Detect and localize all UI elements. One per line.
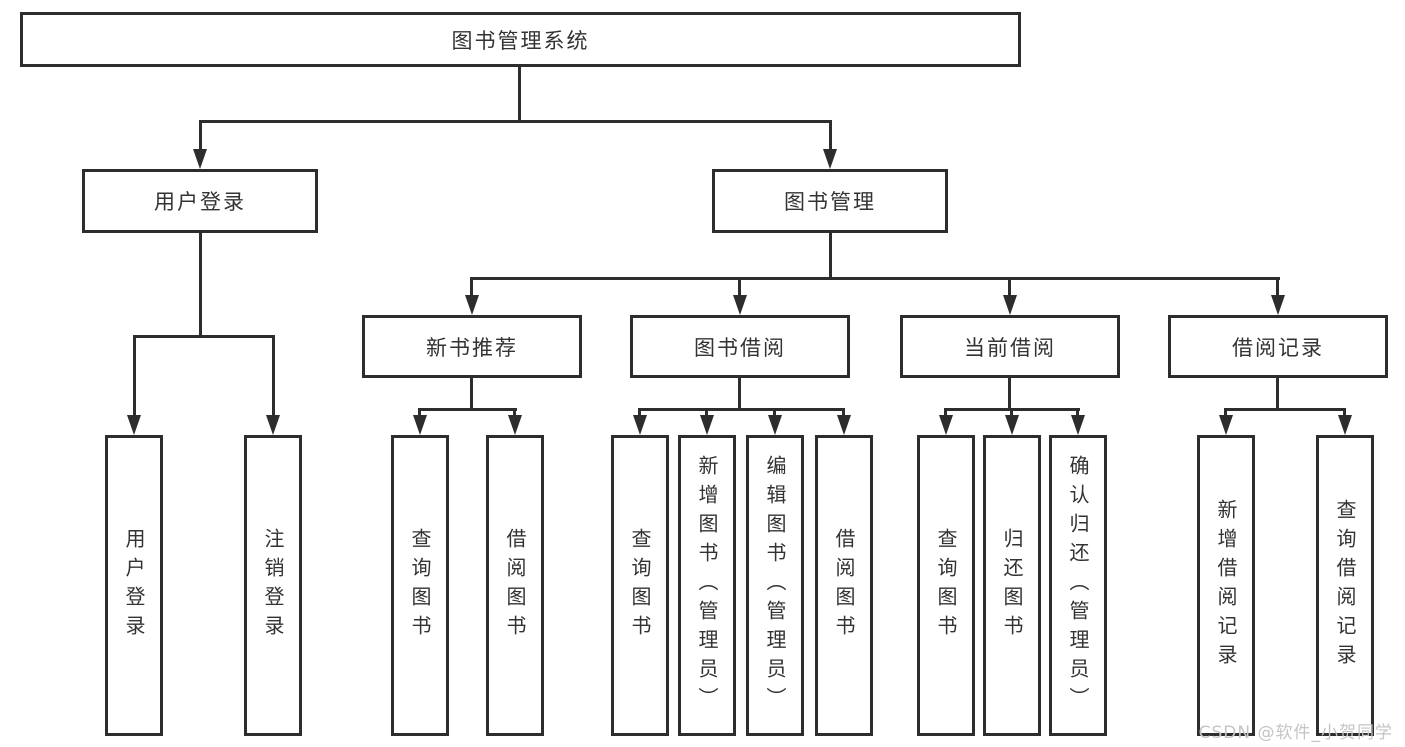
arrowhead-user-login [193, 149, 207, 169]
leaf-query-books-2: 查询图书 [611, 435, 669, 736]
connector-drop-current-borrow [1008, 277, 1011, 297]
arrowhead-query-books-3 [939, 415, 953, 435]
node-book-borrow-label: 图书借阅 [694, 335, 786, 360]
arrowhead-add-book [700, 415, 714, 435]
connector-drop-book-borrow [738, 277, 741, 297]
connector-drop-query-record [1343, 408, 1346, 417]
leaf-query-books-3: 查询图书 [917, 435, 975, 736]
connector-drop-add-book [705, 408, 708, 417]
connector-drop-borrow-books-2 [842, 408, 845, 417]
arrowhead-query-books-1 [413, 415, 427, 435]
connector-root-trunk [518, 67, 521, 120]
arrowhead-leaf-logout [266, 415, 280, 435]
connector-drop-add-record [1224, 408, 1227, 417]
arrowhead-new-book [465, 295, 479, 315]
connector-drop-new-book [470, 277, 473, 297]
leaf-query-borrow-record: 查询借阅记录 [1316, 435, 1374, 736]
node-new-book-recommend-label: 新书推荐 [426, 335, 518, 360]
connector-drop-return-book [1010, 408, 1013, 417]
leaf-add-book-admin: 新增图书（管理员） [678, 435, 736, 736]
connector-book-borrow-trunk [738, 378, 741, 408]
connector-borrow-records-bus [1224, 408, 1346, 411]
leaf-query-books-1: 查询图书 [391, 435, 449, 736]
arrowhead-current-borrow [1003, 295, 1017, 315]
node-current-borrow: 当前借阅 [900, 315, 1120, 378]
node-current-borrow-label: 当前借阅 [964, 335, 1056, 360]
arrowhead-book-borrow [733, 295, 747, 315]
node-user-login-label: 用户登录 [154, 190, 246, 214]
arrowhead-query-books-2 [633, 415, 647, 435]
leaf-edit-book-admin: 编辑图书（管理员） [746, 435, 804, 736]
node-book-management: 图书管理 [712, 169, 948, 233]
node-user-login: 用户登录 [82, 169, 318, 233]
arrowhead-leaf-login [127, 415, 141, 435]
connector-drop-query-books-1 [418, 408, 421, 417]
connector-book-mgmt-bus [470, 277, 1280, 280]
arrowhead-add-record [1219, 415, 1233, 435]
leaf-borrow-books-2: 借阅图书 [815, 435, 873, 736]
arrowhead-borrow-records [1271, 295, 1285, 315]
connector-drop-book-mgmt [829, 120, 832, 150]
connector-book-borrow-bus [638, 408, 845, 411]
node-root-label: 图书管理系统 [451, 28, 590, 53]
arrowhead-borrow-books-1 [508, 415, 522, 435]
connector-drop-user-login [199, 120, 202, 150]
leaf-confirm-return-admin: 确认归还（管理员） [1049, 435, 1107, 736]
connector-current-borrow-trunk [1008, 378, 1011, 408]
node-borrow-records-label: 借阅记录 [1232, 335, 1324, 360]
connector-drop-edit-book [773, 408, 776, 417]
leaf-logout: 注销登录 [244, 435, 302, 736]
connector-drop-borrow-books-1 [513, 408, 516, 417]
leaf-add-borrow-record: 新增借阅记录 [1197, 435, 1255, 736]
connector-drop-leaf-logout [272, 335, 275, 415]
arrowhead-confirm-return [1071, 415, 1085, 435]
connector-drop-query-books-2 [638, 408, 641, 417]
arrowhead-book-mgmt [823, 149, 837, 169]
leaf-return-book: 归还图书 [983, 435, 1041, 736]
arrowhead-borrow-books-2 [837, 415, 851, 435]
connector-drop-borrow-records [1276, 277, 1279, 297]
connector-borrow-records-trunk [1276, 378, 1279, 408]
connector-user-login-bus [133, 335, 275, 338]
connector-drop-query-books-3 [944, 408, 947, 417]
leaf-user-login: 用户登录 [105, 435, 163, 736]
connector-book-mgmt-trunk [829, 233, 832, 277]
arrowhead-query-record [1338, 415, 1352, 435]
node-new-book-recommend: 新书推荐 [362, 315, 582, 378]
node-root: 图书管理系统 [20, 12, 1021, 67]
arrowhead-edit-book [768, 415, 782, 435]
node-book-borrow: 图书借阅 [630, 315, 850, 378]
connector-drop-confirm-return [1076, 408, 1079, 417]
node-book-management-label: 图书管理 [784, 190, 876, 214]
csdn-watermark: CSDN @软件_小贺同学 [1198, 723, 1393, 743]
node-borrow-records: 借阅记录 [1168, 315, 1388, 378]
connector-user-login-trunk [199, 233, 202, 335]
connector-root-bus [199, 120, 832, 123]
connector-new-book-trunk [470, 378, 473, 408]
arrowhead-return-book [1005, 415, 1019, 435]
connector-new-book-bus [418, 408, 517, 411]
connector-drop-leaf-login [133, 335, 136, 415]
leaf-borrow-books-1: 借阅图书 [486, 435, 544, 736]
